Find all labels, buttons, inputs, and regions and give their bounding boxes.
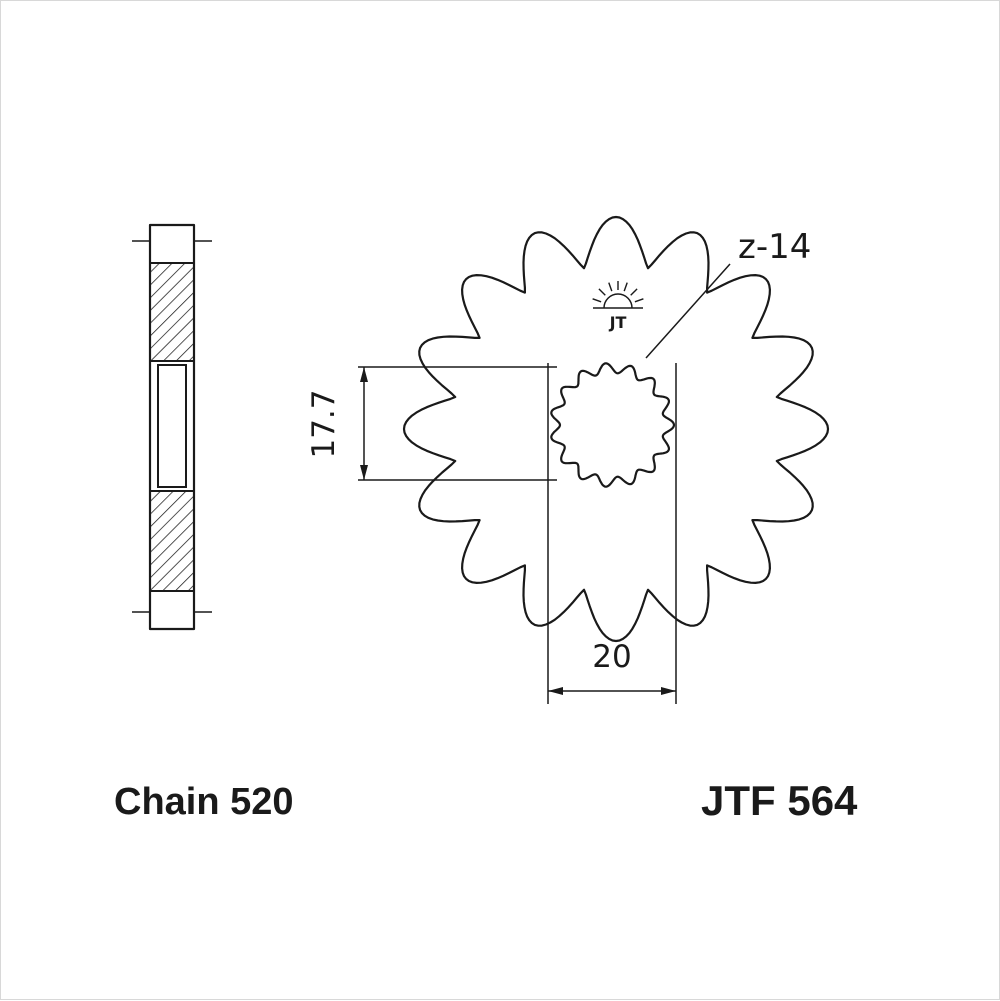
spline-bore xyxy=(550,362,676,488)
logo-ray-icon xyxy=(623,282,628,292)
jt-logo: JT xyxy=(592,281,644,332)
hatch-lower xyxy=(151,492,193,590)
dim-17-7-label: 17.7 xyxy=(306,389,342,458)
side-view-bore xyxy=(157,364,187,488)
dimension-17-7: 17.7 xyxy=(306,366,557,481)
logo-sun-icon xyxy=(603,293,633,309)
arrowhead-up xyxy=(360,367,368,382)
logo-ray-icon xyxy=(608,282,613,292)
logo-sun-rays-icon xyxy=(592,281,644,303)
teeth-callout: z-14 xyxy=(645,227,811,359)
logo-ray-icon xyxy=(630,288,638,296)
dimension-20: 20 xyxy=(548,639,676,695)
teeth-count-label: z-14 xyxy=(738,227,811,267)
logo-ray-icon xyxy=(634,298,644,303)
side-section-view xyxy=(132,223,212,631)
logo-ray-icon xyxy=(592,298,602,303)
dimension-20-extensions xyxy=(547,363,677,704)
chain-size-label: Chain 520 xyxy=(114,781,294,823)
part-number-label: JTF 564 xyxy=(701,777,858,824)
logo-ray-icon xyxy=(598,288,606,296)
hatch-upper xyxy=(151,264,193,360)
leader-line xyxy=(645,263,731,359)
arrowhead-left xyxy=(548,687,563,695)
arrowhead-down xyxy=(360,465,368,480)
logo-text: JT xyxy=(609,313,627,332)
dim-20-label: 20 xyxy=(592,639,631,675)
arrowhead-right xyxy=(661,687,676,695)
